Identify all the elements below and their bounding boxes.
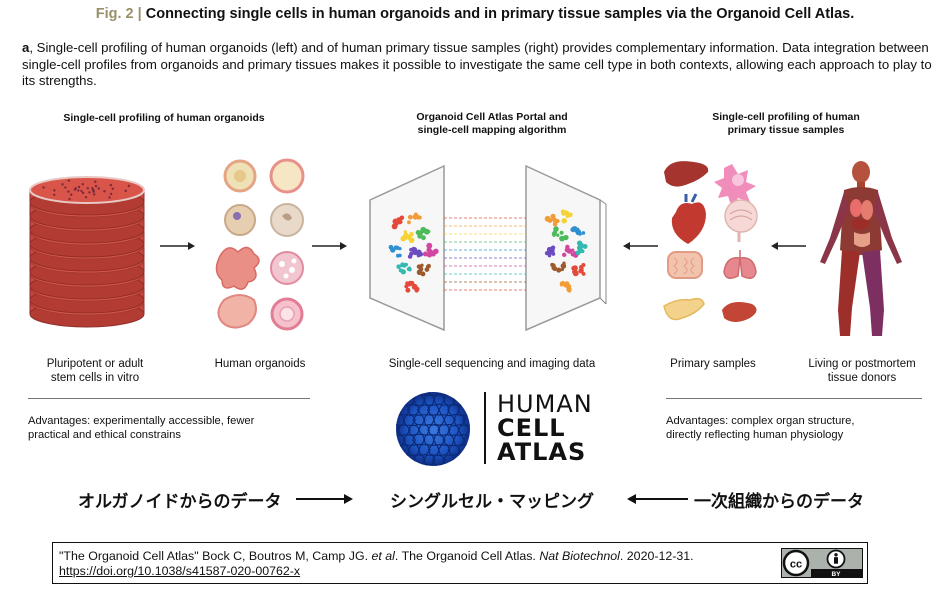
human-body-illustration xyxy=(820,161,902,336)
citation-box: "The Organoid Cell Atlas" Bock C, Boutro… xyxy=(52,542,868,584)
citation-journal: Nat Biotechnol xyxy=(539,549,620,563)
jp-single-cell-mapping: シングルセル・マッピング xyxy=(390,492,594,512)
arrow-right-icon xyxy=(296,494,353,504)
arrow-left-icon xyxy=(623,242,658,250)
advantages-primary: Advantages: complex organ structure, dir… xyxy=(666,414,936,442)
panel-label: a xyxy=(22,40,30,55)
human-cell-atlas-logo-icon xyxy=(396,392,470,466)
license-by-label: BY xyxy=(831,571,841,578)
label-stem-line2: stem cells in vitro xyxy=(50,372,140,384)
citation-authors: Bock C, Boutros M, Camp JG. xyxy=(198,549,372,563)
logo-divider xyxy=(484,392,486,464)
arrow-left-icon xyxy=(771,242,806,250)
hca-word-human: HUMAN xyxy=(497,390,593,418)
arrow-right-icon xyxy=(312,242,347,250)
figure-title: Fig. 2 | Connecting single cells in huma… xyxy=(0,6,950,22)
label-stem-cells: Pluripotent or adult stem cells in vitro xyxy=(20,357,170,385)
hca-word-cell: CELL xyxy=(497,414,566,442)
divider-left xyxy=(28,398,310,399)
advantages-left-line2: practical and ethical constrains xyxy=(28,429,181,441)
hca-word-atlas: ATLAS xyxy=(497,438,587,466)
citation-title: "The Organoid Cell Atlas" xyxy=(59,549,199,563)
advantages-left-line1: Advantages: experimentally accessible, f… xyxy=(28,415,255,427)
advantages-right-line1: Advantages: complex organ structure, xyxy=(666,415,855,427)
divider-right xyxy=(666,398,922,399)
heading-portal-line1: Organoid Cell Atlas Portal and xyxy=(416,111,568,123)
label-tissue-donors: Living or postmortem tissue donors xyxy=(794,357,930,385)
figure-caption: a, Single-cell profiling of human organo… xyxy=(22,40,934,90)
petri-dish-stack-illustration xyxy=(29,176,145,328)
label-sequencing: Single-cell sequencing and imaging data xyxy=(388,358,596,370)
caption-text: , Single-cell profiling of human organoi… xyxy=(22,40,932,88)
citation-date: . 2020-12-31. xyxy=(619,549,694,563)
cc-icon xyxy=(782,549,810,577)
jp-organoid-data: オルガノイドからのデータ xyxy=(78,492,282,512)
figure-title-text: Connecting single cells in human organoi… xyxy=(145,6,855,22)
heading-primary-line2: primary tissue samples xyxy=(727,124,845,136)
citation-etal: et al xyxy=(371,549,395,563)
citation-doi-link[interactable]: https://doi.org/10.1038/s41587-020-00762… xyxy=(59,564,301,578)
organoids-illustration xyxy=(215,158,305,331)
arrow-left-icon xyxy=(627,494,688,504)
citation-text: "The Organoid Cell Atlas" Bock C, Boutro… xyxy=(59,549,779,579)
svg-text:cc: cc xyxy=(790,559,802,571)
figure-label: Fig. 2 | xyxy=(95,6,142,22)
heading-organoids: Single-cell profiling of human organoids xyxy=(63,112,265,124)
heading-portal-line2: single-cell mapping algorithm xyxy=(417,124,567,136)
label-stem-line1: Pluripotent or adult xyxy=(46,358,144,370)
cell-atlas-mapping-illustration xyxy=(369,164,607,332)
advantages-organoids: Advantages: experimentally accessible, f… xyxy=(28,414,318,442)
label-human-organoids: Human organoids xyxy=(214,358,306,370)
advantages-right-line2: directly reflecting human physiology xyxy=(666,429,844,441)
primary-organs-illustration xyxy=(663,161,758,322)
label-donors-line2: tissue donors xyxy=(827,372,897,384)
label-primary-samples: Primary samples xyxy=(670,358,756,370)
heading-portal: Organoid Cell Atlas Portal and single-ce… xyxy=(380,111,604,137)
hca-wordmark: HUMAN CELL ATLAS xyxy=(497,392,593,464)
arrow-right-icon xyxy=(160,242,195,250)
heading-primary: Single-cell profiling of human primary t… xyxy=(674,111,898,137)
cc-by-license-badge[interactable]: cc BY xyxy=(781,548,863,578)
citation-after-etal: . The Organoid Cell Atlas. xyxy=(394,549,540,563)
label-donors-line1: Living or postmortem xyxy=(808,358,916,370)
heading-primary-line1: Single-cell profiling of human xyxy=(712,111,860,123)
jp-primary-tissue-data: 一次組織からのデータ xyxy=(694,492,864,512)
